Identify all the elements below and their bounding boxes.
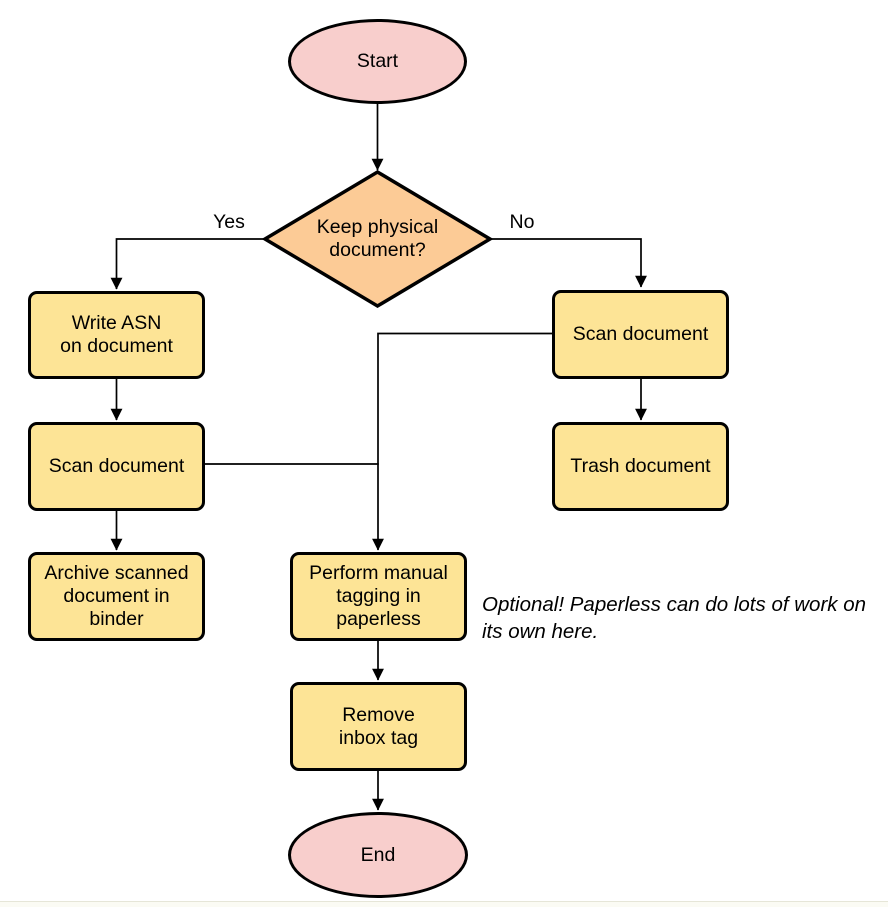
process-trash-document: Trash document (552, 422, 729, 511)
edge-decision-no-to-scan-right (487, 238, 647, 288)
scan-right-label: Scan document (572, 323, 709, 345)
tagging-label: Perform manual tagging in paperless (309, 562, 448, 630)
trash-label: Trash document (570, 455, 711, 477)
process-manual-tagging: Perform manual tagging in paperless (290, 552, 467, 641)
edge-label-yes: Yes (203, 211, 255, 233)
edge-decision-yes-to-write-asn (110, 238, 268, 290)
scan-left-label: Scan document (48, 455, 185, 477)
end-label: End (360, 843, 396, 866)
archive-label: Archive scanned document in binder (44, 562, 189, 630)
write-asn-label: Write ASN on document (60, 312, 173, 357)
process-scan-document-left: Scan document (28, 422, 205, 511)
decision-keep-physical-label: Keep physical document? (316, 216, 439, 261)
process-scan-document-right: Scan document (552, 290, 729, 379)
end-terminator: End (288, 812, 468, 898)
start-terminator: Start (288, 19, 467, 104)
decision-diamond-shape (261, 169, 494, 309)
remove-inbox-label: Remove inbox tag (338, 703, 419, 749)
edge-scan-right-to-tagging (372, 332, 553, 551)
process-write-asn: Write ASN on document (28, 291, 205, 379)
start-label: Start (356, 50, 399, 72)
annotation-note: Optional! Paperless can do lots of work … (482, 593, 867, 643)
process-archive-binder: Archive scanned document in binder (28, 552, 205, 641)
edge-label-no: No (496, 211, 548, 233)
process-remove-inbox-tag: Remove inbox tag (290, 682, 467, 771)
page-bottom-edge (0, 901, 888, 907)
